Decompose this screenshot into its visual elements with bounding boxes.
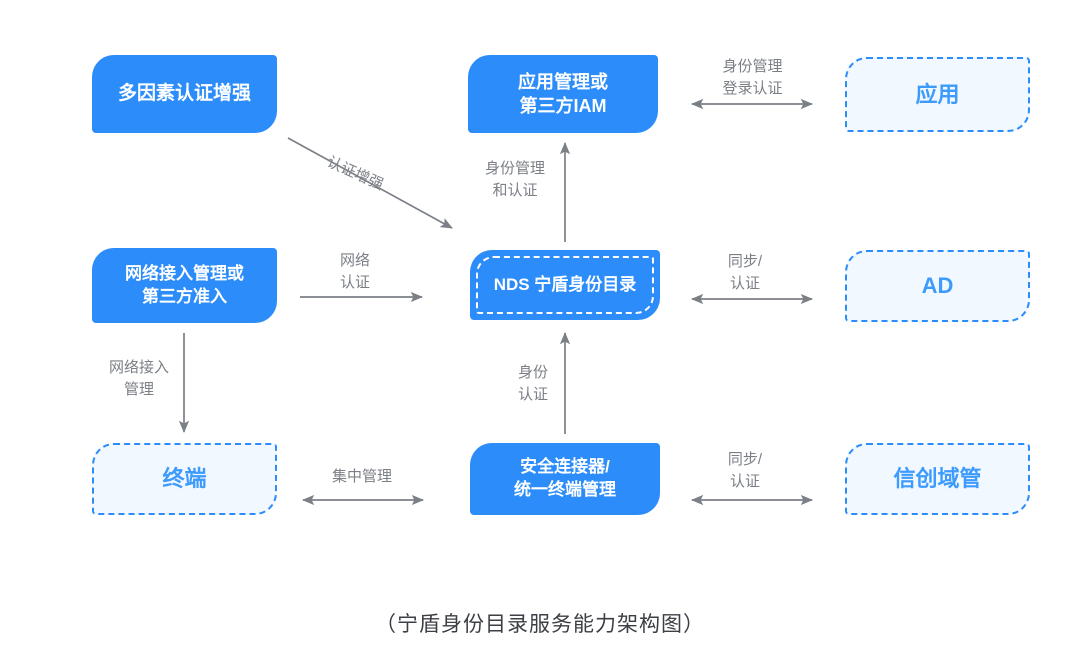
node-domain-management[interactable]: 信创域管 bbox=[845, 443, 1030, 515]
node-label: 多因素认证增强 bbox=[117, 83, 251, 105]
connector-label-auth-enhance: 认证增强 bbox=[324, 153, 387, 194]
node-nds-identity-directory[interactable]: NDS 宁盾身份目录 bbox=[470, 250, 660, 320]
node-multi-factor-auth[interactable]: 多因素认证增强 bbox=[92, 55, 277, 133]
node-secure-connector[interactable]: 安全连接器/ 统一终端管理 bbox=[470, 443, 660, 515]
connector-label-sync-auth-ad: 同步/ 认证 bbox=[727, 253, 763, 292]
node-label: 网络接入管理或 第三方准入 bbox=[125, 263, 244, 306]
connector-label-identity-mgmt-auth: 身份管理 和认证 bbox=[484, 160, 545, 199]
node-application[interactable]: 应用 bbox=[845, 57, 1030, 132]
connector-label-network-auth: 网络 认证 bbox=[339, 252, 370, 291]
node-label: 终端 bbox=[162, 466, 207, 492]
figure-caption: （宁盾身份目录服务能力架构图） bbox=[375, 613, 705, 636]
node-app-management[interactable]: 应用管理或 第三方IAM bbox=[468, 55, 658, 133]
connector-label-central-mgmt: 集中管理 bbox=[331, 468, 392, 485]
connector-label-network-access-mgmt: 网络接入 管理 bbox=[108, 359, 169, 398]
connector-label-identity-auth: 身份 认证 bbox=[517, 364, 548, 403]
connector-label-identity-login-auth: 身份管理 登录认证 bbox=[722, 58, 783, 97]
connector-label-sync-auth-domain: 同步/ 认证 bbox=[727, 451, 763, 490]
node-label: AD bbox=[921, 273, 954, 299]
node-label: 应用 bbox=[915, 81, 960, 107]
node-terminal[interactable]: 终端 bbox=[92, 443, 277, 515]
node-label: 信创域管 bbox=[893, 466, 982, 492]
node-label: 应用管理或 第三方IAM bbox=[518, 71, 608, 116]
node-network-access-management[interactable]: 网络接入管理或 第三方准入 bbox=[92, 248, 277, 323]
node-ad[interactable]: AD bbox=[845, 250, 1030, 322]
node-label: NDS 宁盾身份目录 bbox=[493, 274, 637, 294]
node-label: 安全连接器/ 统一终端管理 bbox=[514, 457, 616, 499]
